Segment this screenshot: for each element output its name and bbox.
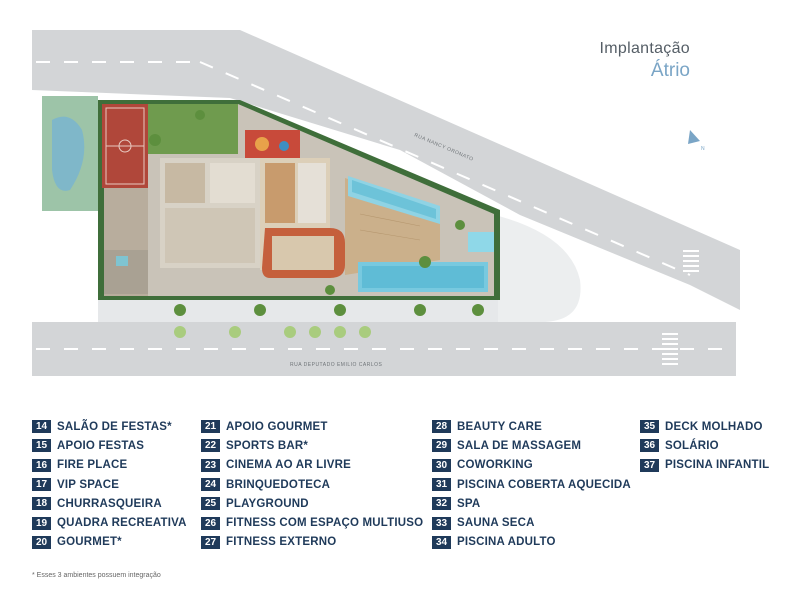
legend-label: QUADRA RECREATIVA bbox=[57, 517, 187, 530]
legend-number: 27 bbox=[201, 535, 220, 549]
title-atrio: Átrio bbox=[650, 60, 690, 81]
legend-number: 37 bbox=[640, 458, 659, 472]
title-implantacao: Implantação bbox=[599, 40, 690, 57]
north-arrow-icon: N bbox=[688, 130, 705, 152]
legend-label: BEAUTY CARE bbox=[457, 420, 543, 433]
sidewalk-curve bbox=[495, 215, 581, 322]
legend-item: 19 QUADRA RECREATIVA bbox=[32, 513, 187, 532]
legend-number: 15 bbox=[32, 439, 51, 453]
sidewalk-bottom bbox=[98, 300, 498, 322]
legend-number: 29 bbox=[432, 439, 451, 453]
legend-item: 33 SAUNA SECA bbox=[432, 513, 631, 532]
legend-item: 34 PISCINA ADULTO bbox=[432, 533, 631, 552]
legend-label: SPORTS BAR* bbox=[226, 439, 309, 452]
legend-label: SAUNA SECA bbox=[457, 517, 535, 530]
site-plan-map: RUA NANCY ORONATO RUA DEPUTADO EMILIO CA… bbox=[32, 30, 740, 376]
legend-number: 23 bbox=[201, 458, 220, 472]
legend-column-3: 28 BEAUTY CARE 29 SALA DE MASSAGEM 30 COWOR… bbox=[432, 417, 631, 552]
legend-number: 28 bbox=[432, 420, 451, 434]
legend-label: CHURRASQUEIRA bbox=[57, 497, 162, 510]
legend-item: 15 APOIO FESTAS bbox=[32, 436, 187, 455]
legend-column-2: 21 APOIO GOURMET 22 SPORTS BAR* 23 CINEMA A… bbox=[201, 417, 423, 552]
legend-number: 21 bbox=[201, 420, 220, 434]
legend-label: PLAYGROUND bbox=[226, 497, 309, 510]
legend-label: CINEMA AO AR LIVRE bbox=[226, 459, 351, 472]
legend-number: 18 bbox=[32, 497, 51, 511]
legend-number: 30 bbox=[432, 458, 451, 472]
legend-number: 36 bbox=[640, 439, 659, 453]
legend-item: 25 PLAYGROUND bbox=[201, 494, 423, 513]
legend-number: 35 bbox=[640, 420, 659, 434]
legend-label: BRINQUEDOTECA bbox=[226, 478, 331, 491]
legend-item: 23 CINEMA AO AR LIVRE bbox=[201, 456, 423, 475]
legend-item: 26 FITNESS COM ESPAÇO MULTIUSO bbox=[201, 513, 423, 532]
kids-pool bbox=[468, 232, 494, 252]
legend-item: 14 SALÃO DE FESTAS* bbox=[32, 417, 187, 436]
legend-item: 21 APOIO GOURMET bbox=[201, 417, 423, 436]
legend-column-4: 35 DECK MOLHADO 36 SOLÁRIO 37 PISCINA INFAN… bbox=[640, 417, 769, 475]
legend-item: 30 COWORKING bbox=[432, 456, 631, 475]
legend-label: FITNESS EXTERNO bbox=[226, 536, 337, 549]
plan-title: Implantação Átrio bbox=[600, 40, 690, 82]
legend-number: 34 bbox=[432, 535, 451, 549]
svg-text:N: N bbox=[701, 146, 705, 152]
legend-item: 28 BEAUTY CARE bbox=[432, 417, 631, 436]
road-diagonal bbox=[32, 30, 740, 310]
legend-item: 16 FIRE PLACE bbox=[32, 456, 187, 475]
legend-label: APOIO GOURMET bbox=[226, 420, 328, 433]
legend-label: PISCINA ADULTO bbox=[457, 536, 556, 549]
legend-label: VIP SPACE bbox=[57, 478, 120, 491]
legend-item: 37 PISCINA INFANTIL bbox=[640, 456, 769, 475]
street-label-bottom: RUA DEPUTADO EMILIO CARLOS bbox=[290, 362, 383, 368]
legend-item: 17 VIP SPACE bbox=[32, 475, 187, 494]
legend-number: 25 bbox=[201, 497, 220, 511]
legend-item: 31 PISCINA COBERTA AQUECIDA bbox=[432, 475, 631, 494]
legend-item: 20 GOURMET* bbox=[32, 533, 187, 552]
legend-label: SPA bbox=[457, 497, 481, 510]
legend-number: 20 bbox=[32, 535, 51, 549]
legend-item: 24 BRINQUEDOTECA bbox=[201, 475, 423, 494]
legend: 14 SALÃO DE FESTAS* 15 APOIO FESTAS 16 FIRE… bbox=[32, 417, 792, 557]
legend-label: SOLÁRIO bbox=[665, 439, 719, 452]
legend-number: 26 bbox=[201, 516, 220, 530]
legend-item: 27 FITNESS EXTERNO bbox=[201, 533, 423, 552]
footnote: * Esses 3 ambientes possuem integração bbox=[32, 572, 161, 579]
legend-number: 33 bbox=[432, 516, 451, 530]
crosswalk bbox=[662, 250, 699, 365]
legend-column-1: 14 SALÃO DE FESTAS* 15 APOIO FESTAS 16 FIRE… bbox=[32, 417, 187, 552]
playground bbox=[245, 130, 300, 158]
legend-item: 32 SPA bbox=[432, 494, 631, 513]
legend-number: 22 bbox=[201, 439, 220, 453]
legend-item: 36 SOLÁRIO bbox=[640, 436, 769, 455]
legend-item: 35 DECK MOLHADO bbox=[640, 417, 769, 436]
legend-number: 16 bbox=[32, 458, 51, 472]
legend-number: 14 bbox=[32, 420, 51, 434]
legend-label: FIRE PLACE bbox=[57, 459, 128, 472]
legend-label: SALA DE MASSAGEM bbox=[457, 439, 582, 452]
legend-number: 19 bbox=[32, 516, 51, 530]
legend-item: 18 CHURRASQUEIRA bbox=[32, 494, 187, 513]
legend-label: SALÃO DE FESTAS* bbox=[57, 420, 172, 433]
legend-item: 29 SALA DE MASSAGEM bbox=[432, 436, 631, 455]
legend-number: 31 bbox=[432, 478, 451, 492]
legend-label: APOIO FESTAS bbox=[57, 439, 145, 452]
legend-label: FITNESS COM ESPAÇO MULTIUSO bbox=[226, 517, 424, 530]
legend-number: 24 bbox=[201, 478, 220, 492]
legend-number: 32 bbox=[432, 497, 451, 511]
legend-label: COWORKING bbox=[457, 459, 533, 472]
legend-label: PISCINA COBERTA AQUECIDA bbox=[457, 478, 631, 491]
legend-item: 22 SPORTS BAR* bbox=[201, 436, 423, 455]
legend-number: 17 bbox=[32, 478, 51, 492]
legend-label: GOURMET* bbox=[57, 536, 122, 549]
legend-label: DECK MOLHADO bbox=[665, 420, 763, 433]
legend-label: PISCINA INFANTIL bbox=[665, 459, 770, 472]
